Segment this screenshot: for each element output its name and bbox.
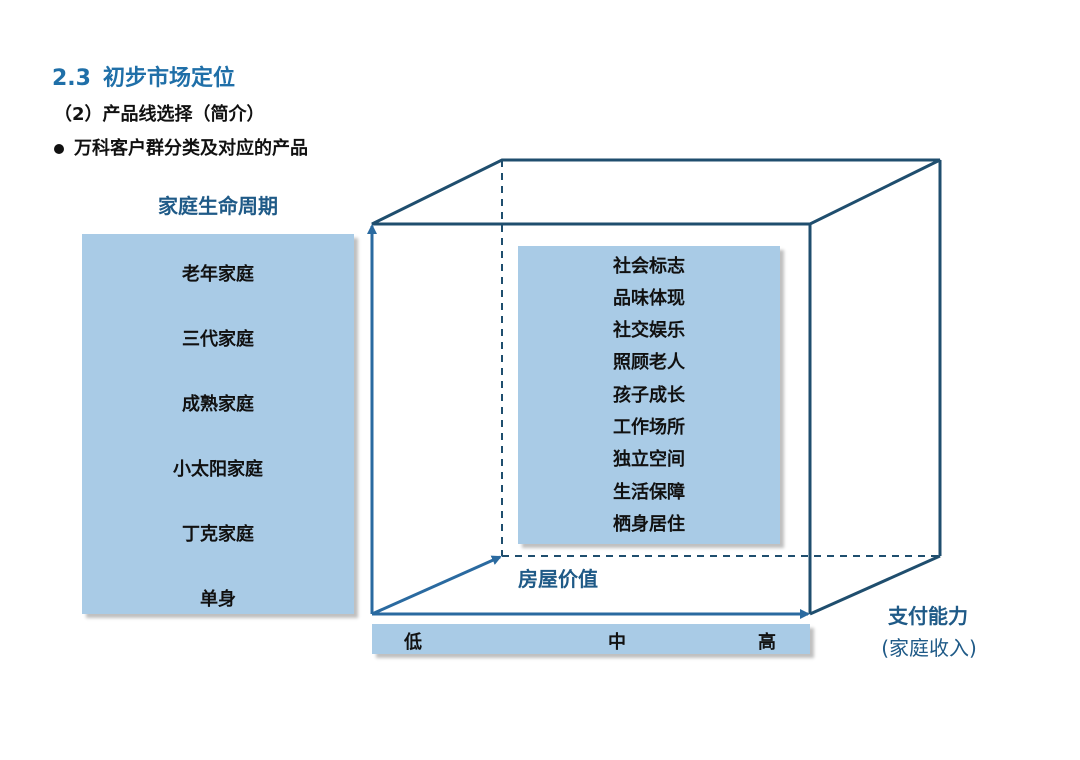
house-value-item: 社交娱乐 [613, 320, 685, 341]
house-value-item: 工作场所 [613, 417, 685, 438]
household-income-label: (家庭收入) [881, 636, 977, 660]
payment-level-high: 高 [758, 632, 776, 653]
house-value-item: 照顾老人 [613, 352, 685, 373]
family-lifecycle-panel: 老年家庭 三代家庭 成熟家庭 小太阳家庭 丁克家庭 单身 [82, 234, 354, 614]
page-heading: 2.3 初步市场定位 [52, 60, 235, 92]
house-value-item: 孩子成长 [613, 385, 685, 406]
house-value-axis-arrow [371, 555, 502, 616]
family-item: 成熟家庭 [182, 394, 254, 415]
house-value-label: 房屋价值 [518, 567, 598, 591]
section-number: 2.3 [52, 66, 91, 91]
family-lifecycle-title: 家庭生命周期 [158, 194, 278, 218]
subheading: （2）产品线选择（简介） [54, 104, 265, 125]
section-title: 初步市场定位 [102, 66, 235, 91]
family-item: 小太阳家庭 [173, 459, 263, 480]
house-value-item: 社会标志 [613, 256, 685, 277]
house-value-item: 生活保障 [613, 482, 685, 503]
cube-top-face [371, 158, 941, 226]
payment-level-bar: 低 中 高 [372, 624, 810, 654]
house-value-item: 独立空间 [613, 449, 685, 470]
house-value-item: 品味体现 [613, 288, 685, 309]
house-value-item: 栖身居住 [613, 514, 685, 535]
payment-level-mid: 中 [608, 632, 626, 653]
bullet-line: 万科客户群分类及对应的产品 [54, 134, 308, 160]
payment-level-low: 低 [404, 632, 422, 653]
family-item: 三代家庭 [182, 329, 254, 350]
bullet-text: 万科客户群分类及对应的产品 [74, 138, 308, 159]
house-value-panel: 社会标志 品味体现 社交娱乐 照顾老人 孩子成长 工作场所 独立空间 生活保障 … [518, 246, 780, 544]
payment-ability-label: 支付能力 [888, 604, 968, 628]
family-item: 丁克家庭 [182, 524, 254, 545]
cube-edge [809, 554, 941, 616]
bullet-dot-icon [54, 144, 64, 154]
family-item: 老年家庭 [182, 264, 254, 285]
family-item: 单身 [200, 589, 236, 610]
